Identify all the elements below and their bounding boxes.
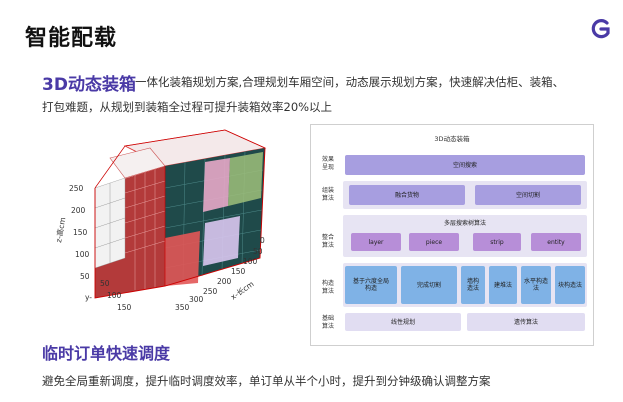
cargo-lilac-block xyxy=(203,216,240,266)
row-label-integration: 整合 算法 xyxy=(321,234,334,249)
row-label-presentation: 效果 呈现 xyxy=(321,156,334,171)
cargo-red-block xyxy=(165,231,200,286)
x-tick: 200 xyxy=(217,277,232,286)
section-description-line-1: 一体化装箱规划方案,合理规划车厢空间，动态展示规划方案，快速解决估柜、装箱、 xyxy=(135,75,565,89)
row-label-basic: 基础 算法 xyxy=(321,315,334,330)
box-merge-goods: 融合货物 xyxy=(349,185,465,205)
x-tick: 100 xyxy=(243,257,258,266)
x-tick: 250 xyxy=(203,287,218,296)
x-tick: 50 xyxy=(253,247,263,256)
3d-packing-figure: 250 200 150 100 50 z-高cm 50 100 150 y- 0… xyxy=(55,129,267,312)
z-tick: 250 xyxy=(69,184,84,193)
y-tick: 50 xyxy=(100,279,110,288)
box-layer: layer xyxy=(351,233,401,251)
section-description-temp-order: 避免全局重新调度，提升临时调度效率，单订单从半个小时，提升到分钟级确认调整方案 xyxy=(42,374,491,388)
cargo-pink-block xyxy=(203,158,230,212)
box-complete-cut: 完成切割 xyxy=(401,266,457,304)
row-label-construction: 构造 算法 xyxy=(321,280,334,295)
box-piece: piece xyxy=(409,233,459,251)
y-axis-label: y- xyxy=(85,293,92,302)
box-genetic-algorithm: 遗传算法 xyxy=(467,313,585,331)
x-axis-label: x-长cm xyxy=(228,278,255,301)
y-tick: 150 xyxy=(117,303,132,312)
z-tick: 200 xyxy=(71,206,86,215)
section-heading-temp-order: 临时订单快速调度 xyxy=(42,344,171,363)
y-tick: 100 xyxy=(107,291,122,300)
section-description-line-2: 打包难题，从规划到装箱全过程可提升装箱效率20%以上 xyxy=(42,100,333,114)
x-tick: 0 xyxy=(260,236,265,245)
row-label-assembly: 组装 算法 xyxy=(321,187,334,202)
box-space-cut: 空间切割 xyxy=(475,185,581,205)
box-six-degree-global: 基于六度全局 构造 xyxy=(345,266,397,304)
x-tick: 350 xyxy=(175,303,190,312)
z-tick: 100 xyxy=(75,250,90,259)
z-axis-label: z-高cm xyxy=(55,216,67,243)
page-title: 智能配载 xyxy=(25,26,118,51)
z-tick: 150 xyxy=(73,228,88,237)
box-wall-construction: 墙构 造法 xyxy=(461,266,485,304)
cargo-stack-white xyxy=(94,177,126,269)
x-tick: 150 xyxy=(231,267,246,276)
box-horizontal-construction: 水平构造 法 xyxy=(521,266,551,304)
cargo-green-block xyxy=(228,152,263,206)
box-entity: entity xyxy=(531,233,581,251)
box-strip: strip xyxy=(473,233,521,251)
section-heading-3d-packing: 3D动态装箱 xyxy=(42,75,136,95)
box-stack-method: 建堆法 xyxy=(489,266,517,304)
box-linear-programming: 线性规划 xyxy=(345,313,461,331)
box-space-search: 空间搜索 xyxy=(345,155,585,175)
g-brand-logo-icon xyxy=(591,19,610,39)
box-block-construction: 块构造法 xyxy=(555,266,585,304)
diagram-title: 3D动态装箱 xyxy=(434,135,470,143)
x-tick: 300 xyxy=(189,295,204,304)
z-tick: 50 xyxy=(80,272,90,281)
algorithm-architecture-diagram: 3D动态装箱 效果 呈现 组装 算法 整合 算法 构造 算法 基础 算法 空间搜… xyxy=(310,124,594,346)
box-multi-tree-header: 多层搜索树算法 xyxy=(443,219,486,227)
